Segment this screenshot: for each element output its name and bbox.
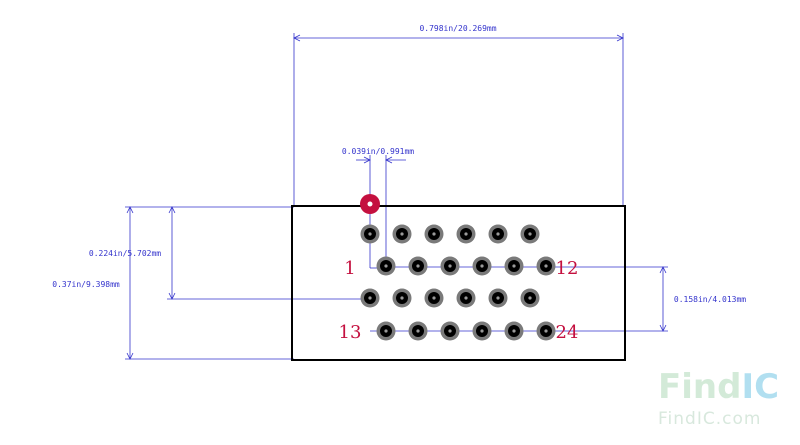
overall-width-text: 0.798in/20.269mm [419,24,496,33]
pad-row-c-4 [456,288,476,308]
dimension-lines [125,33,668,360]
pad-array [360,224,556,341]
spacing-arrow-top [659,266,667,274]
pin-label-1: 1 [344,258,355,279]
pad-row-a-3 [424,224,444,244]
pad-row-d-2 [408,321,428,341]
pad-row-c-1 [360,288,380,308]
pad-row-b-3 [440,256,460,276]
pad-row-d-4 [472,321,492,341]
pad-row-d-1 [376,321,396,341]
pad-row-b-4 [472,256,492,276]
watermark-logo-right: IC [741,367,779,407]
width-arrow-left [293,34,301,42]
pad-row-d-5 [504,321,524,341]
spacing-arrow-bottom [659,324,667,332]
row-offset-text: 0.224in/5.702mm [89,249,161,258]
pad-row-a-4 [456,224,476,244]
width-arrow-right [616,34,624,42]
svg-text:FindIC: FindIC [658,367,779,407]
pad-row-d-3 [440,321,460,341]
findic-watermark: FindIC FindIC.com [658,367,779,429]
watermark-logo-left: Find [658,367,741,407]
pin-label-13: 13 [339,322,362,343]
pin-pitch-text: 0.039in/0.991mm [342,147,414,156]
pad-row-b-1 [376,256,396,276]
height-arrow-bottom [126,352,134,360]
pad-row-b-2 [408,256,428,276]
pin-label-24: 24 [556,322,579,343]
pad-row-a-6 [520,224,540,244]
pitch-arrow-right [385,156,393,164]
pad-row-a-2 [392,224,412,244]
height-arrow-top [126,206,134,214]
pad-row-c-5 [488,288,508,308]
pad-row-b-6 [536,256,556,276]
overall-height-text: 0.37in/9.398mm [52,280,120,289]
pad-row-b-5 [504,256,524,276]
pad-row-a-1 [360,224,380,244]
pin1-marker [360,194,380,214]
pad-row-d-6 [536,321,556,341]
row-spacing-text: 0.158in/4.013mm [674,295,746,304]
pin-label-12: 12 [556,258,579,279]
pad-row-c-2 [392,288,412,308]
pitch-arrow-left [363,156,371,164]
offset-arrow-top [168,206,176,214]
pad-row-c-3 [424,288,444,308]
offset-arrow-bottom [168,292,176,300]
watermark-url: FindIC.com [658,409,761,429]
package-outline [291,205,626,361]
pad-row-a-5 [488,224,508,244]
pad-row-c-6 [520,288,540,308]
